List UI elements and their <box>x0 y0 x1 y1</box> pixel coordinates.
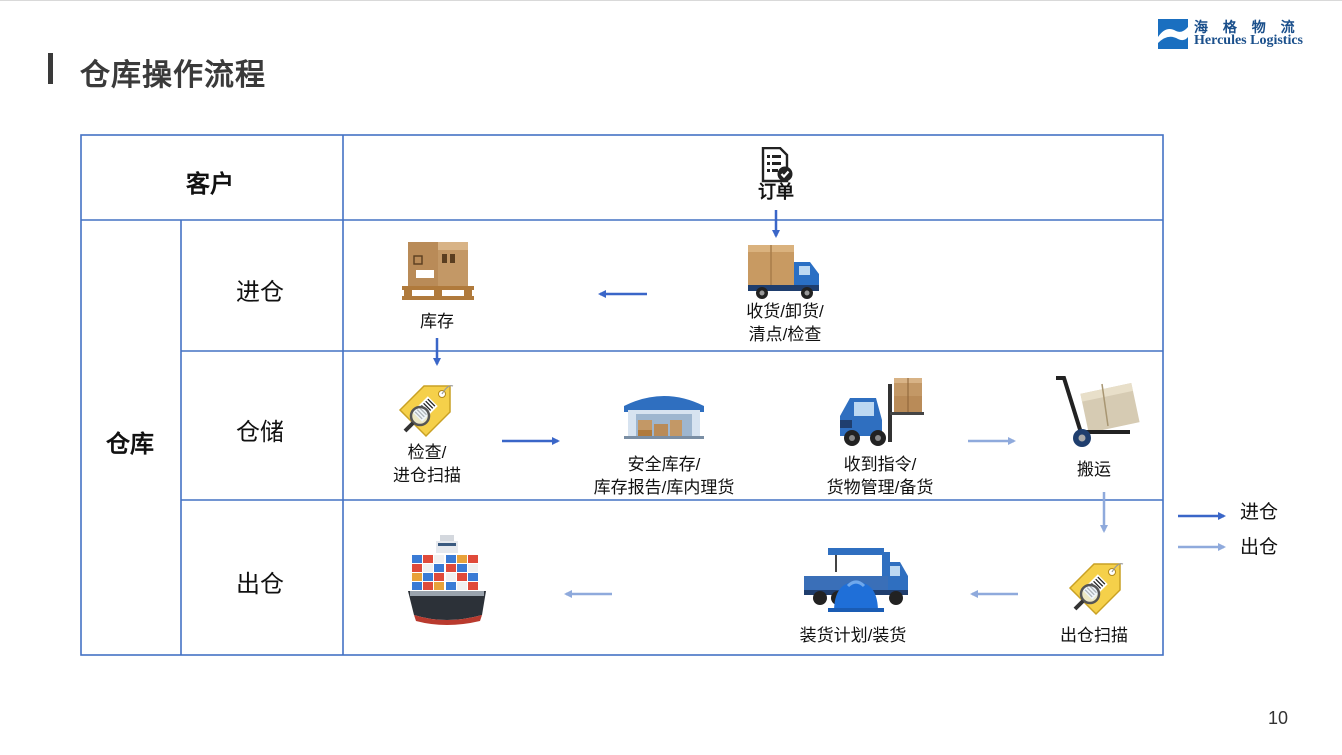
node-label-receive: 收货/卸货/清点/检查 <box>746 302 824 344</box>
container-ship-icon <box>408 535 486 625</box>
node-label-stock: 库存 <box>420 312 454 331</box>
tag-scan-out-icon <box>1068 563 1124 616</box>
customer-label: 客户 <box>186 171 234 198</box>
forklift-icon <box>840 378 924 446</box>
node-label-handling: 搬运 <box>1077 460 1111 479</box>
warehouse-icon <box>624 396 704 439</box>
row-label-inbound: 进仓 <box>236 279 284 306</box>
page-title: 仓库操作流程 <box>80 59 266 92</box>
node-label-safe-stock: 安全库存/库存报告/库内理货 <box>593 455 735 497</box>
logo-english-name: Hercules Logistics <box>1194 33 1304 48</box>
row-label-storage: 仓储 <box>236 419 284 446</box>
page-number: 10 <box>1268 708 1289 728</box>
node-label-out-scan: 出仓扫描 <box>1060 626 1128 645</box>
node-label-inspect: 检查/进仓扫描 <box>393 443 461 485</box>
hand-truck-icon <box>1056 376 1140 447</box>
legend-label-inbound: 进仓 <box>1240 502 1279 523</box>
crane-truck-icon <box>804 548 908 612</box>
node-label-order: 订单 <box>758 182 794 202</box>
top-divider <box>0 0 1342 1</box>
node-label-loading: 装货计划/装货 <box>799 626 907 645</box>
tag-scan-icon <box>398 385 454 438</box>
title-accent-bar <box>48 53 53 84</box>
wave-logo-icon <box>1158 19 1188 49</box>
order-document-icon <box>761 147 793 183</box>
row-label-outbound: 出仓 <box>236 571 284 598</box>
company-logo: 海 格 物 流 Hercules Logistics <box>1158 17 1318 51</box>
warehouse-label: 仓库 <box>106 431 154 458</box>
delivery-truck-icon <box>748 245 819 299</box>
node-label-instruct: 收到指令/货物管理/备货 <box>826 455 934 497</box>
boxes-on-pallet-icon <box>402 242 474 300</box>
logo-chinese-name: 海 格 物 流 <box>1194 20 1300 36</box>
legend-label-outbound: 出仓 <box>1240 537 1279 558</box>
